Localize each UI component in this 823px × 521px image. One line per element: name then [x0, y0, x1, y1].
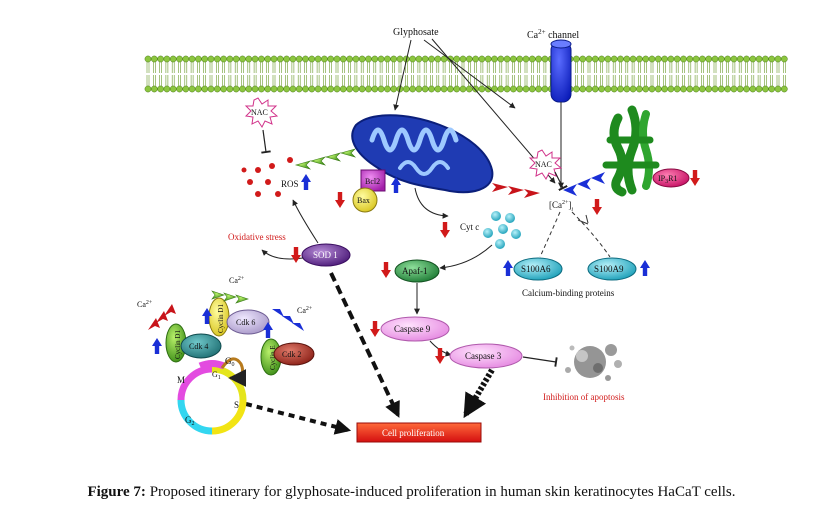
- mito-to-ros-chevrons: [294, 148, 357, 170]
- sod1-node: SOD 1: [301, 243, 351, 267]
- ca2-chevrons-top: [211, 290, 249, 304]
- bcl2-up-arrow: [391, 177, 401, 193]
- nac-label-top: NAC: [251, 108, 268, 117]
- ca2-label-top: Ca2+: [229, 276, 245, 285]
- apaf1-label: Apaf-1: [402, 266, 428, 276]
- s-phase-label: S: [234, 400, 239, 410]
- regulation-arrows: [152, 170, 700, 364]
- cdk6-up-arrow: [202, 308, 212, 324]
- ca2-label-left: Ca2+: [137, 300, 153, 309]
- ip3r1-down-arrow: [690, 170, 700, 186]
- bax-protein: Bax: [352, 187, 378, 213]
- mito-to-ca-chevrons: [492, 183, 540, 198]
- casp9-down-arrow: [370, 321, 380, 337]
- bax-label: Bax: [357, 196, 370, 205]
- ca-channel-label: Ca2+ channel: [527, 28, 579, 41]
- cyclin-d1-cdk6-complex: Cyclin D1 Cdk 6: [208, 297, 270, 337]
- nac-burst-right: NAC: [528, 149, 563, 180]
- oxidative-stress-label: Oxidative stress: [228, 232, 286, 242]
- cyt-c-molecules: [483, 211, 521, 249]
- ca-channel: Ca2+ channel: [527, 28, 579, 103]
- caption-label: Figure 7:: [87, 484, 146, 500]
- cdk4-up-arrow: [152, 338, 162, 354]
- cdk4-label: Cdk 4: [189, 342, 208, 351]
- ca-to-s100a9-dashed: [571, 211, 611, 258]
- ros-particles: [241, 157, 293, 197]
- nac-label-right: NAC: [535, 160, 552, 169]
- cytc-down-arrow: [440, 222, 450, 238]
- g2-label: G2: [185, 415, 195, 427]
- cyclin-e-cdk2-complex: Cyclin E Cdk 2: [260, 338, 315, 376]
- caspase9-label: Caspase 9: [394, 324, 431, 334]
- cyclin-e-label: Cyclin E: [269, 345, 277, 370]
- ca-down-arrow: [592, 199, 602, 215]
- glyphosate-label: Glyphosate: [393, 27, 439, 38]
- cyclin-d1-label-left: Cyclin D1: [174, 330, 182, 359]
- cyt-c-label: Cyt c: [460, 222, 479, 232]
- inhibition-of-apoptosis-label: Inhibition of apoptosis: [543, 392, 625, 402]
- calcium-binding-label: Calcium-binding proteins: [522, 288, 615, 298]
- er-to-ca-chevrons: [563, 172, 605, 196]
- s100a9-label: S100A9: [594, 264, 624, 274]
- glyphosate-to-mito-arrow: [393, 39, 412, 111]
- cytc-to-apaf1-arrow: [439, 244, 493, 271]
- cyclin-d1-cdk4-complex: Cyclin D1 Cdk 4: [165, 323, 222, 363]
- ip3r1-label: IP3R1: [658, 174, 677, 185]
- caspase3-node: Caspase 3: [449, 343, 523, 369]
- figure-caption: Figure 7: Proposed itinerary for glyphos…: [0, 484, 823, 501]
- cell-membrane: [144, 55, 788, 93]
- g0-label: G0: [225, 356, 235, 368]
- ca-i-label: [Ca2+]i: [549, 200, 573, 213]
- pathway-diagram: Ca2+ channel Glyphosate IP3R1 Bcl2 Bax N…: [137, 27, 788, 443]
- nac-inhibits-ros: [261, 129, 271, 154]
- cdk2-label: Cdk 2: [282, 350, 301, 359]
- nac-burst-top: NAC: [244, 97, 279, 128]
- s100a6-node: S100A6: [513, 257, 563, 281]
- mitochondrion: [351, 114, 494, 194]
- sod1-to-proliferation-arrow: [329, 272, 400, 418]
- s100a6-label: S100A6: [521, 264, 551, 274]
- s100a6-up-arrow: [503, 260, 513, 276]
- mito-to-cytc-arrow: [414, 187, 449, 219]
- glyphosate-to-membrane-arrow: [423, 39, 516, 109]
- bax-down-arrow: [335, 192, 345, 208]
- sod1-down-arrow: [291, 247, 301, 263]
- caspase3-label: Caspase 3: [465, 351, 502, 361]
- ca2-chevrons-left: [148, 304, 176, 330]
- ca2-chevrons-right: [272, 309, 304, 331]
- m-phase-label: M: [177, 375, 185, 385]
- sod1-to-ros-arrow: [292, 199, 319, 244]
- cyclin-e-up-arrow: [263, 322, 273, 338]
- sod1-label: SOD 1: [313, 250, 338, 260]
- casp3-down-arrow: [435, 348, 445, 364]
- cyclin-d1-label-top: Cyclin D1: [217, 304, 225, 333]
- ros-label: ROS: [281, 179, 299, 189]
- cell-proliferation-box: Cell proliferation: [356, 422, 482, 443]
- nac-inhibits-ca: [554, 171, 568, 192]
- g1-label: G1: [212, 370, 221, 381]
- cellcycle-to-proliferation-arrow: [245, 402, 352, 435]
- casp3-to-proliferation-arrow: [463, 368, 495, 419]
- apoptotic-cell-image: [565, 344, 622, 381]
- cdk6-label: Cdk 6: [236, 318, 255, 327]
- caption-text: Proposed itinerary for glyphosate-induce…: [145, 484, 736, 500]
- ip3r1-receptor: IP3R1: [652, 168, 690, 188]
- endoplasmic-reticulum: [602, 105, 660, 197]
- ca-to-s100a6-dashed: [539, 211, 561, 258]
- bcl2-label: Bcl2: [365, 177, 380, 186]
- ca2-label-right: Ca2+: [297, 306, 313, 315]
- s100a9-node: S100A9: [587, 257, 637, 281]
- ros-up-arrow: [301, 174, 311, 190]
- apaf1-down-arrow: [381, 262, 391, 278]
- casp3-to-apoptosis-inhibit: [522, 356, 558, 367]
- cell-proliferation-label: Cell proliferation: [382, 428, 445, 438]
- caspase9-node: Caspase 9: [380, 316, 450, 342]
- g0-loop: [220, 357, 247, 387]
- apaf1-node: Apaf-1: [394, 259, 440, 283]
- s100a9-up-arrow: [640, 260, 650, 276]
